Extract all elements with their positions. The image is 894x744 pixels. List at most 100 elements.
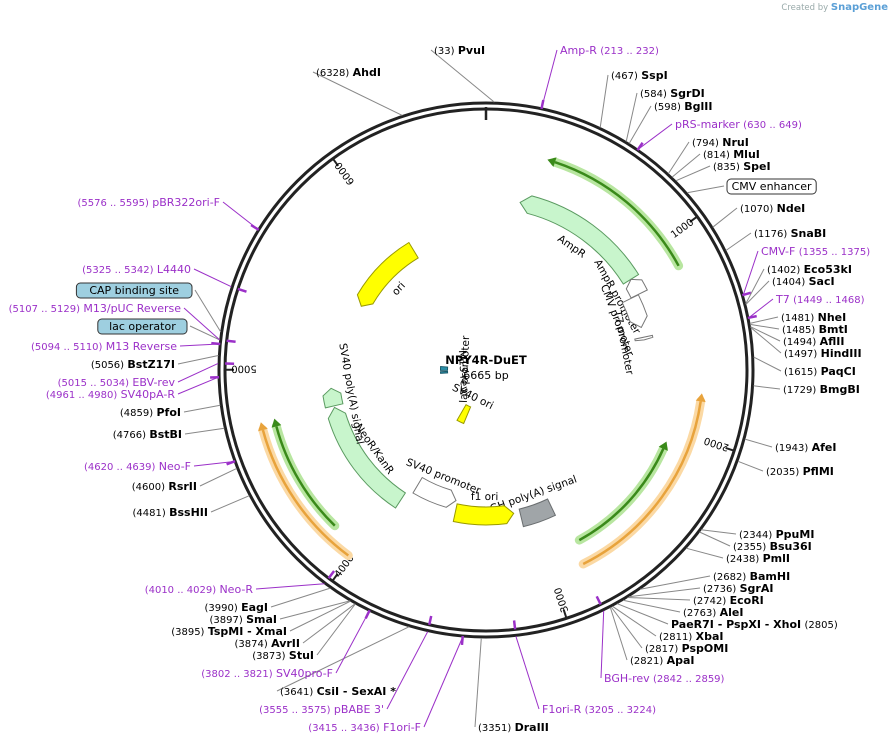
label-bmgbi[interactable]: (1729) BmgBI — [783, 383, 860, 396]
label-prs-marker[interactable]: pRS-marker (630 .. 649) — [675, 118, 802, 131]
label-t7[interactable]: T7 (1449 .. 1468) — [775, 293, 865, 306]
label-mlui[interactable]: (814) MluI — [703, 148, 760, 161]
label-pvui[interactable]: (33) PvuI — [434, 44, 485, 57]
label-pfoi[interactable]: (4859) PfoI — [120, 406, 181, 419]
label-sv40pa-r[interactable]: (4961 .. 4980) SV40pA-R — [46, 388, 176, 401]
enzyme-name: SpeI — [743, 160, 770, 173]
label-spei[interactable]: (835) SpeI — [713, 160, 771, 173]
label-paer7i-pspxi-xhoi[interactable]: PaeR7I - PspXI - XhoI (2805) — [671, 618, 838, 631]
label-ndei[interactable]: (1070) NdeI — [740, 202, 805, 215]
label-hindiii[interactable]: (1497) HindIII — [784, 347, 862, 360]
label-nrui[interactable]: (794) NruI — [692, 136, 749, 149]
feature-ampr[interactable] — [519, 195, 640, 285]
label-position: (467) — [611, 71, 638, 82]
feature-cmv-promoter[interactable] — [621, 294, 648, 329]
label-text: (3555 .. 3575) pBABE 3' — [259, 703, 384, 716]
label-bgh-rev[interactable]: BGH-rev (2842 .. 2859) — [604, 672, 725, 685]
label-bsshii[interactable]: (4481) BssHII — [133, 506, 208, 519]
label-pmli[interactable]: (2438) PmlI — [726, 552, 790, 565]
label-cmv-f[interactable]: CMV-F (1355 .. 1375) — [761, 245, 870, 258]
label-l4440[interactable]: (5325 .. 5342) L4440 — [82, 263, 191, 276]
label-f1ori-r[interactable]: F1ori-R (3205 .. 3224) — [542, 703, 656, 716]
label-alei[interactable]: (2763) AleI — [683, 606, 743, 619]
label-smai[interactable]: (3897) SmaI — [209, 613, 277, 626]
label-snabi[interactable]: (1176) SnaBI — [754, 227, 826, 240]
label-avrii[interactable]: (3874) AvrII — [234, 637, 300, 650]
label-layer: (33) PvuI (6328) AhdI Amp-R (213 .. 232) (4… — [9, 44, 871, 734]
label-position: (1402) — [767, 265, 800, 276]
label-pbabe-3[interactable]: (3555 .. 3575) pBABE 3' — [259, 703, 384, 716]
label-pspomi[interactable]: (2817) PspOMI — [645, 642, 728, 655]
label-bstbi[interactable]: (4766) BstBI — [113, 428, 182, 441]
backbone-outer-ring — [217, 101, 755, 639]
label-text: (3351) DraIII — [478, 721, 549, 734]
label-rsrii[interactable]: (4600) RsrII — [132, 480, 197, 493]
label-leader-line — [742, 250, 759, 296]
label-afei[interactable]: (1943) AfeI — [775, 441, 836, 454]
label-text: (4481) BssHII — [133, 506, 208, 519]
label-apai[interactable]: (2821) ApaI — [630, 654, 695, 667]
label-cap-binding-site[interactable]: CAP binding site — [75, 282, 193, 299]
feature-f1-ori[interactable] — [452, 503, 515, 526]
label-sgrdi[interactable]: (584) SgrDI — [640, 87, 705, 100]
feature-sv40-promoter[interactable] — [412, 476, 457, 508]
label-draiii[interactable]: (3351) DraIII — [478, 721, 549, 734]
feature-sv40-ori[interactable] — [456, 403, 472, 425]
label-stui[interactable]: (3873) StuI — [252, 649, 314, 662]
label-nhei[interactable]: (1481) NheI — [781, 311, 846, 324]
label-ppumi[interactable]: (2344) PpuMI — [739, 528, 814, 541]
label-leader-line — [748, 298, 774, 319]
feature-lac-promoter[interactable] — [439, 365, 449, 371]
label-sv40pro-f[interactable]: (3802 .. 3821) SV40pro-F — [201, 667, 333, 680]
label-position: (2821) — [630, 656, 663, 667]
feature-ampr-promoter[interactable] — [625, 278, 648, 299]
label-ebv-rev[interactable]: (5015 .. 5034) EBV-rev — [58, 376, 176, 389]
label-pflmi[interactable]: (2035) PflMI — [766, 465, 834, 478]
label-ahdi[interactable]: (6328) AhdI — [316, 66, 381, 79]
label-sgrai[interactable]: (2736) SgrAI — [703, 582, 773, 595]
label-text: (2811) XbaI — [659, 630, 723, 643]
label-lac-operator[interactable]: lac operator — [97, 318, 188, 335]
label-f1ori-f[interactable]: (3415 .. 3436) F1ori-F — [308, 721, 421, 734]
feature-m13-rev[interactable] — [439, 370, 449, 374]
label-eagi[interactable]: (3990) EagI — [204, 601, 268, 614]
enzyme-name: BssHII — [169, 506, 208, 519]
label-amp-r[interactable]: Amp-R (213 .. 232) — [560, 44, 659, 57]
label-saci[interactable]: (1404) SacI — [772, 275, 835, 288]
tick-label: 5000 — [231, 363, 256, 374]
label-bglii[interactable]: (598) BglII — [654, 100, 712, 113]
label-pbr322ori-f[interactable]: (5576 .. 5595) pBR322ori-F — [77, 196, 220, 209]
label-xbai[interactable]: (2811) XbaI — [659, 630, 723, 643]
feature-bgh-poly-a-signal[interactable] — [518, 498, 557, 528]
label-bmti[interactable]: (1485) BmtI — [782, 323, 848, 336]
label-m13-reverse[interactable]: (5094 .. 5110) M13 Reverse — [31, 340, 177, 353]
label-csii-sexai[interactable]: (3641) CsiI - SexAI * — [280, 685, 396, 698]
label-neo-f[interactable]: (4620 .. 4639) Neo-F — [84, 460, 191, 473]
label-position: (1070) — [740, 204, 773, 215]
label-ecori[interactable]: (2742) EcoRI — [693, 594, 764, 607]
label-bsu36i[interactable]: (2355) Bsu36I — [733, 540, 812, 553]
label-bstz17i[interactable]: (5056) BstZ17I — [91, 358, 175, 371]
label-leader-line — [750, 323, 780, 330]
label-bamhi[interactable]: (2682) BamHI — [713, 570, 790, 583]
label-sspi[interactable]: (467) SspI — [611, 69, 668, 82]
label-aflii[interactable]: (1494) AflII — [783, 335, 844, 348]
enzyme-name: BglII — [684, 100, 712, 113]
enzyme-name: PflMI — [803, 465, 834, 478]
label-leader-line — [430, 49, 495, 103]
feature-neor-kanr[interactable] — [327, 406, 407, 509]
orf-line — [582, 401, 702, 566]
label-eco53ki[interactable]: (1402) Eco53kI — [767, 263, 852, 276]
feature-sv40-poly-a-signal[interactable] — [322, 387, 344, 409]
feature-t7-promoter[interactable] — [634, 334, 654, 342]
enzyme-name: NheI — [818, 311, 847, 324]
label-cmv-enhancer[interactable]: CMV enhancer — [726, 178, 817, 195]
label-leader-line — [193, 461, 235, 467]
label-m13-puc-reverse[interactable]: (5107 .. 5129) M13/pUC Reverse — [9, 302, 182, 315]
feature-ori[interactable] — [356, 241, 419, 307]
label-text: (33) PvuI — [434, 44, 485, 57]
label-text: (1481) NheI — [781, 311, 846, 324]
label-neo-r[interactable]: (4010 .. 4029) Neo-R — [145, 583, 254, 596]
label-paqci[interactable]: (1615) PaqCI — [784, 365, 856, 378]
label-tspmi-xmai[interactable]: (3895) TspMI - XmaI — [171, 625, 287, 638]
